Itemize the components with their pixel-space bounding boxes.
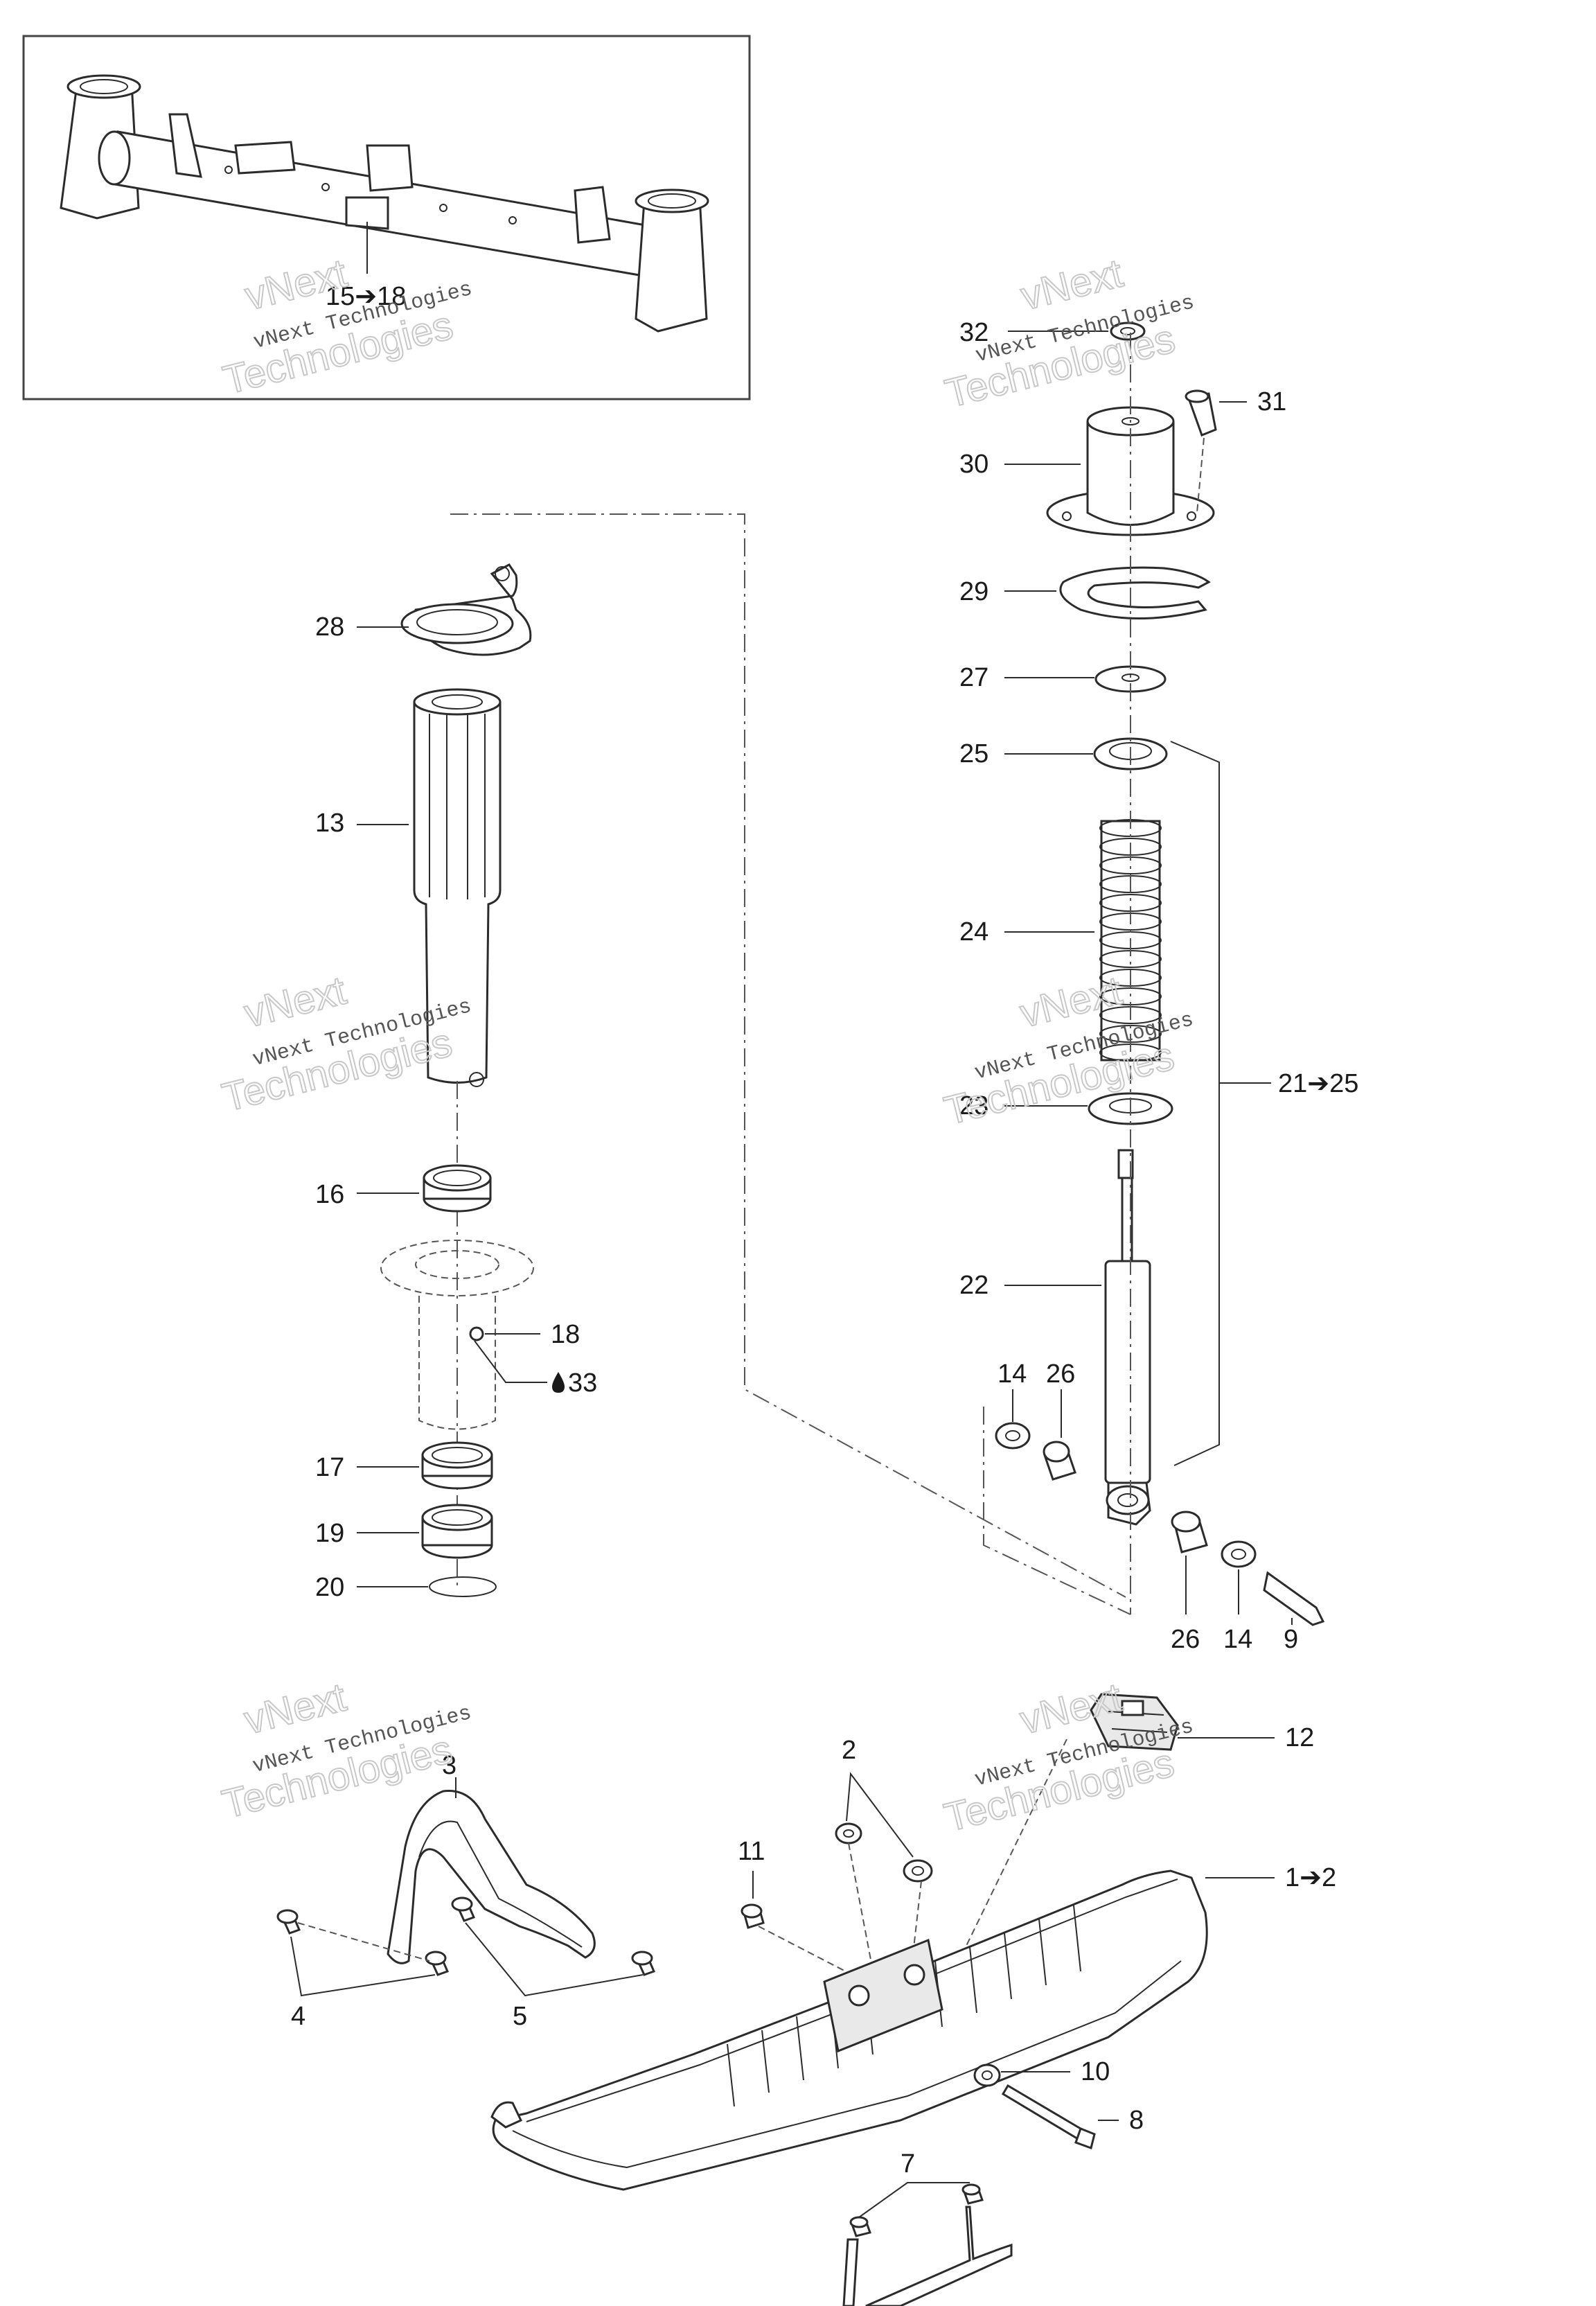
callout-22: 22 bbox=[959, 1271, 988, 1300]
callout-20: 20 bbox=[315, 1573, 344, 1602]
shock-assembly: 32 31 30 29 27 25 bbox=[959, 318, 1358, 1654]
callout-24: 24 bbox=[959, 917, 988, 947]
callout-18: 18 bbox=[551, 1320, 580, 1349]
callout-27: 27 bbox=[959, 663, 988, 692]
callout-29: 29 bbox=[959, 577, 988, 606]
svg-text:vNext: vNext bbox=[1016, 250, 1127, 319]
callout-32: 32 bbox=[959, 318, 988, 347]
callout-17: 17 bbox=[315, 1453, 344, 1482]
callout-9: 9 bbox=[1284, 1625, 1298, 1654]
svg-text:vNext: vNext bbox=[240, 1675, 351, 1743]
callout-13: 13 bbox=[315, 809, 344, 838]
callout-10: 10 bbox=[1081, 2057, 1110, 2086]
callout-5: 5 bbox=[513, 2002, 527, 2031]
callout-30: 30 bbox=[959, 450, 988, 479]
callout-21-25: 21➔25 bbox=[1278, 1069, 1358, 1098]
ski-assembly: 12 3 4 5 2 11 bbox=[276, 1693, 1336, 2306]
callout-23: 23 bbox=[959, 1091, 988, 1120]
callout-19: 19 bbox=[315, 1519, 344, 1548]
callout-26-right: 26 bbox=[1171, 1625, 1200, 1654]
callout-4: 4 bbox=[291, 2002, 305, 2031]
callout-33: 33 bbox=[568, 1368, 597, 1398]
callout-16: 16 bbox=[315, 1180, 344, 1209]
watermark-bottom-right: vNext vNext Technologies Technologies bbox=[939, 1674, 1196, 1842]
callout-1-2: 1➔2 bbox=[1285, 1863, 1336, 1892]
callout-12: 12 bbox=[1285, 1723, 1314, 1752]
callout-3: 3 bbox=[442, 1751, 456, 1780]
svg-text:vNext: vNext bbox=[240, 968, 351, 1037]
callout-25: 25 bbox=[959, 739, 988, 768]
callout-8: 8 bbox=[1129, 2106, 1144, 2135]
callout-31: 31 bbox=[1257, 387, 1286, 416]
callout-28: 28 bbox=[315, 613, 344, 642]
callout-15-18: 15➔18 bbox=[326, 282, 406, 311]
drop-icon bbox=[552, 1372, 565, 1393]
callout-7: 7 bbox=[901, 2149, 915, 2179]
callout-14-left: 14 bbox=[998, 1359, 1027, 1389]
callout-14-right: 14 bbox=[1223, 1625, 1252, 1654]
callout-11: 11 bbox=[738, 1837, 765, 1866]
cross-member-inset: 15➔18 bbox=[22, 35, 751, 401]
callout-2: 2 bbox=[842, 1736, 856, 1765]
spindle-assembly: 28 13 16 18 33 bbox=[315, 513, 1126, 1602]
callout-26-left: 26 bbox=[1046, 1359, 1075, 1389]
